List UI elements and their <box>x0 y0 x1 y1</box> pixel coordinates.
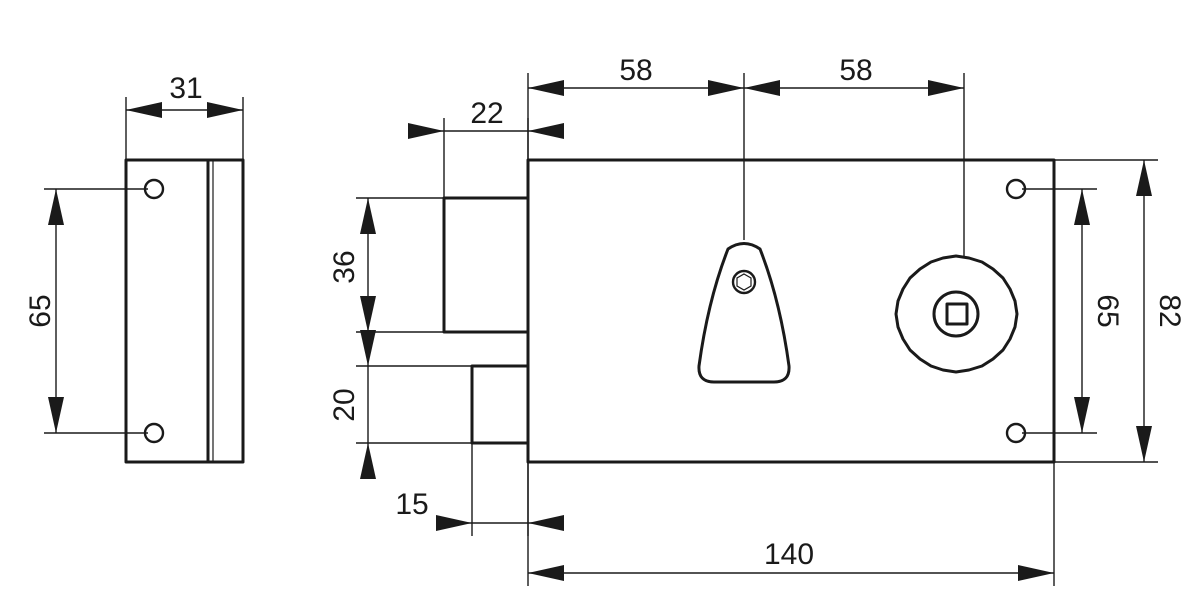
side-view <box>124 158 245 464</box>
dim-spacing-right-label: 58 <box>839 54 872 87</box>
dim-latch-height-label: 20 <box>328 388 361 421</box>
dim-bolt-height: 36 <box>328 197 528 333</box>
latch <box>470 364 530 445</box>
dim-body-height: 82 <box>1054 159 1186 463</box>
dim-body-width: 140 <box>527 462 1055 586</box>
square-spindle-icon <box>945 302 969 326</box>
dim-body-height-label: 82 <box>1153 294 1186 327</box>
side-view-body <box>124 158 245 464</box>
keyhole-screw-hex <box>736 273 752 291</box>
dim-latch-projection-label: 15 <box>395 488 428 521</box>
cylinder-inner-ring <box>932 290 980 338</box>
dim-body-width-label: 140 <box>764 538 814 571</box>
keyhole-screw-icon <box>731 269 757 295</box>
dim-side-hole-spacing-label: 65 <box>24 294 57 327</box>
front-view-body <box>526 158 1056 464</box>
dim-body-hole-spacing-label: 65 <box>1091 294 1124 327</box>
deadbolt <box>442 196 530 334</box>
keyhole-shield <box>697 242 791 384</box>
dim-bolt-projection-label: 22 <box>470 97 503 130</box>
dim-latch-height: 20 <box>328 330 528 479</box>
cylinder-knob <box>894 254 1019 374</box>
dim-side-width: 31 <box>125 72 244 160</box>
dim-body-hole-spacing: 65 <box>1022 188 1124 434</box>
cylinder-outer-ring <box>894 254 1019 374</box>
front-view <box>442 158 1056 464</box>
dim-bolt-projection: 22 <box>408 97 564 198</box>
dim-side-hole-spacing: 65 <box>24 188 148 434</box>
dim-spacing-left-label: 58 <box>619 54 652 87</box>
dim-side-width-label: 31 <box>169 72 202 105</box>
dim-spacing: 58 58 <box>527 54 965 258</box>
dim-bolt-height-label: 36 <box>328 250 361 283</box>
dim-latch-projection: 15 <box>395 443 564 536</box>
